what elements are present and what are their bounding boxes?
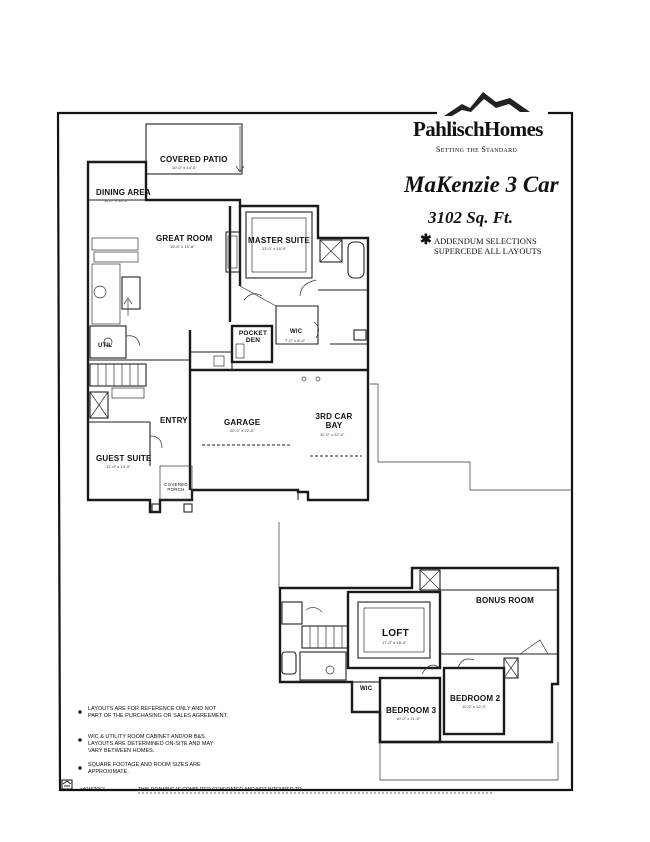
- covered-patio-outline: [145, 123, 243, 175]
- dim-bedroom-2: 11'-0" x 12'-0": [462, 704, 487, 709]
- equal-housing-icon: [61, 779, 73, 790]
- room-guest-suite: GUEST SUITE: [96, 454, 152, 463]
- dim-wic-main: 7'-0" x 8'-0": [285, 338, 306, 343]
- room-bonus-room: BONUS ROOM: [476, 596, 534, 605]
- pocket-den-walls: [230, 324, 274, 364]
- addendum-line-1: ADDENDUM SELECTIONS: [434, 236, 537, 246]
- dim-garage: 20'-0" x 22'-0": [230, 428, 255, 433]
- dim-dining-area: 11'-0" x 12'-0": [104, 198, 129, 203]
- dim-loft: 17'-0" x 18'-0": [382, 640, 407, 645]
- main-floor-plan: [86, 123, 370, 514]
- upper-floor-plan: [278, 566, 560, 781]
- room-loft: LOFT: [382, 628, 409, 639]
- upper-floor-guide: [370, 383, 572, 491]
- kitchen-island: [121, 276, 141, 310]
- note-bullet: [78, 766, 82, 770]
- bathtub: [347, 241, 365, 279]
- room-pocket-den: POCKET DEN: [238, 330, 268, 344]
- dim-master-suite: 13'-0" x 15'-0": [262, 246, 287, 251]
- room-covered-porch: COVERED PORCH: [164, 482, 188, 492]
- note-1: LAYOUTS ARE FOR REFERENCE ONLY AND NOT P…: [88, 706, 228, 719]
- note-bullet: [78, 710, 82, 714]
- main-stairs: [89, 363, 147, 387]
- room-great-room: GREAT ROOM: [156, 234, 213, 243]
- fireplace: [225, 231, 241, 273]
- room-wic-upper: WIC: [360, 686, 373, 692]
- room-wic-main: WIC: [290, 329, 303, 335]
- dim-guest-suite: 12'-0" x 14'-0": [106, 464, 131, 469]
- sheet-frame-right: [56, 111, 574, 792]
- upper-stairs: [301, 625, 349, 649]
- room-master-suite: MASTER SUITE: [248, 236, 310, 245]
- room-utility: UTIL: [98, 343, 113, 349]
- addendum-line-2: SUPERCEDE ALL LAYOUTS: [434, 246, 542, 256]
- footer-code: cd0452067: [80, 787, 105, 793]
- dim-great-room: 15'-6" x 19'-8": [170, 244, 195, 249]
- footer-disclaimer: THIS DRAWING IS COMPUTER GENERATED AND N…: [138, 787, 302, 793]
- note-bullet: [78, 738, 82, 742]
- asterisk-icon: ✱: [420, 233, 432, 248]
- room-bedroom-2: BEDROOM 2: [450, 694, 501, 703]
- room-entry: ENTRY: [160, 416, 188, 425]
- room-third-bay: 3RD CAR BAY: [315, 412, 353, 430]
- room-bedroom-3: BEDROOM 3: [386, 706, 437, 715]
- brand-tagline: Setting the Standard: [436, 145, 518, 154]
- room-covered-patio: COVERED PATIO: [160, 155, 228, 164]
- room-garage: GARAGE: [224, 418, 261, 427]
- plan-name: MaKenzie 3 Car: [404, 172, 559, 197]
- dim-third-bay: 11'-0" x 22'-0": [320, 432, 345, 437]
- dim-bedroom-3: 10'-0" x 11'-0": [396, 716, 421, 721]
- brand-name: PahlischHomes: [413, 117, 543, 141]
- room-dining-area: DINING AREA: [96, 188, 151, 197]
- plan-area: 3102 Sq. Ft.: [428, 208, 514, 227]
- note-2: WIC & UTILITY ROOM CABINET AND/OR B&S LA…: [88, 734, 214, 754]
- mountain-peak-icon: [444, 92, 530, 116]
- dim-covered-patio: 10'-0" x 14'-0": [172, 165, 197, 170]
- note-3: SQUARE FOOTAGE AND ROOM SIZES ARE APPROX…: [88, 762, 201, 775]
